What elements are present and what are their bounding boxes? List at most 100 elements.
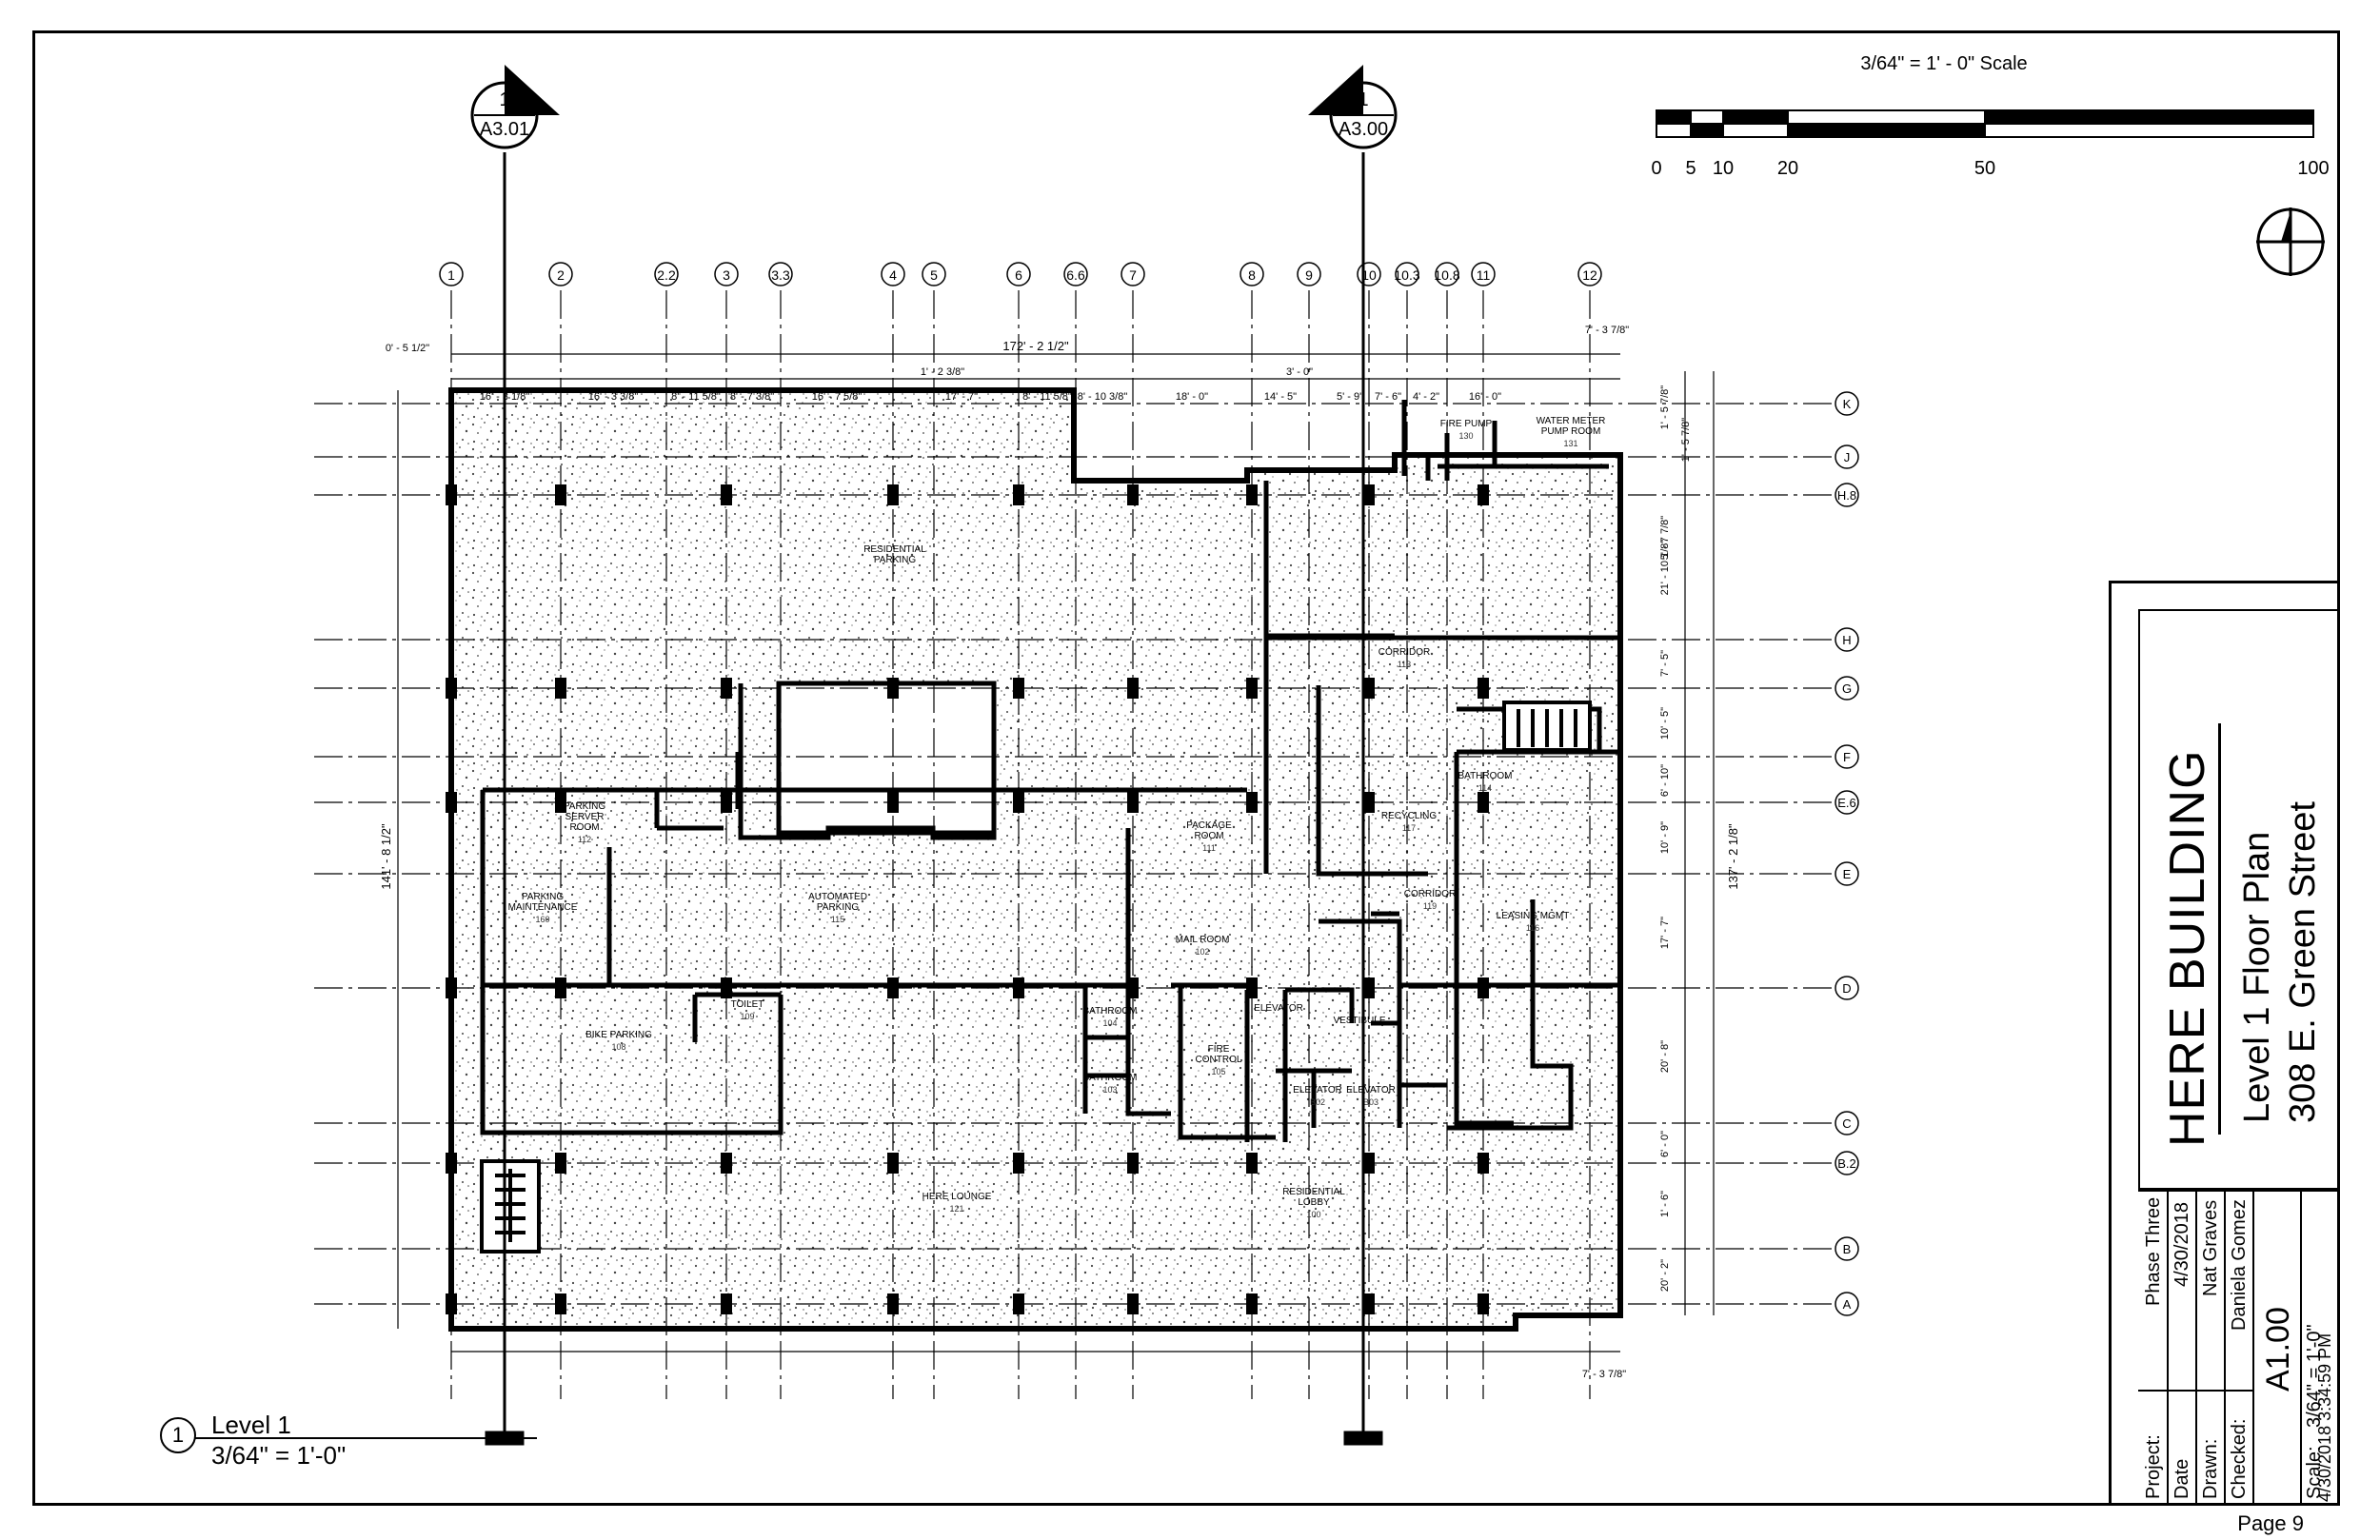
room-number: 113 (1398, 660, 1411, 669)
room-number: 104 (1102, 1018, 1117, 1028)
room-name: SERVER (565, 812, 605, 822)
grid-row-bubble (1835, 1292, 1859, 1316)
structural-column (1246, 977, 1258, 998)
structural-column (446, 792, 457, 813)
room-name: ELEVATOR (1293, 1085, 1342, 1096)
dimension-label: 20' - 8" (1659, 1040, 1671, 1073)
structural-column (721, 1153, 732, 1174)
drawn-value: Nat Graves (2200, 1199, 2221, 1296)
room-name: MAINTENANCE (508, 902, 578, 913)
dimension-label: 14' - 5" (1264, 391, 1297, 403)
grid-row-label: J (1844, 450, 1851, 464)
date-value: 4/30/2018 (2172, 1202, 2192, 1287)
structural-column (1127, 1293, 1139, 1314)
dimension-label: 8' - 7 3/8" (730, 391, 774, 403)
room-name: CONTROL (1196, 1055, 1242, 1065)
grid-row-label: E.6 (1837, 796, 1856, 810)
grid-column-bubble (881, 262, 905, 286)
room-number: 108 (611, 1042, 625, 1052)
project-name: HERE BUILDING (2160, 749, 2215, 1147)
structural-column (555, 1153, 566, 1174)
room-name: WATER METER (1537, 416, 1606, 426)
room-number: B03 (1363, 1097, 1378, 1107)
structural-column (555, 792, 566, 813)
grid-column-label: 7 (1129, 267, 1137, 283)
structural-column (721, 1293, 732, 1314)
dimension-label: 1' - 2 3/8" (921, 366, 964, 378)
structural-column (887, 792, 899, 813)
dimension-lines (397, 353, 1715, 1352)
checked-label: Checked: (2229, 1418, 2250, 1500)
room-labels: RESIDENTIALPARKINGPARKINGSERVERROOM112PA… (508, 416, 1606, 1219)
grid-row-bubble (1835, 444, 1859, 469)
room-name: LOBBY (1298, 1197, 1330, 1208)
structural-column (1363, 1293, 1375, 1314)
grid-column-bubble (1577, 262, 1602, 286)
view-title-underline (194, 1437, 537, 1439)
dimension-label: 1' - 6" (1659, 1191, 1671, 1217)
dimension-label: 6' - 10" (1659, 764, 1671, 797)
section-sheet-ref[interactable]: A3.01 (479, 119, 530, 140)
room-number: 131 (1563, 439, 1577, 448)
structural-column (1013, 792, 1024, 813)
graphic-scale-bar (1656, 109, 2314, 138)
dimension-label: 0' - 5 1/2" (386, 343, 429, 354)
grid-column-label: 11 (1477, 267, 1491, 283)
scale-tick: 20 (1776, 158, 1799, 179)
room-name: FIRE (1208, 1044, 1230, 1055)
section-marker-a300[interactable] (1308, 65, 1398, 149)
room-name: LEASING MGMT (1497, 911, 1570, 921)
grid-column-bubble (1471, 262, 1496, 286)
page-number: Page 9 (2237, 1511, 2304, 1535)
project-address: 308 E. Green Street (2283, 801, 2323, 1123)
grid-row-bubble (1835, 976, 1859, 1000)
room-number: 130 (1458, 431, 1473, 441)
section-sheet-ref[interactable]: A3.00 (1338, 119, 1389, 140)
dimension-label: 10' - 5" (1659, 707, 1671, 740)
room-name: PACKAGE (1186, 820, 1232, 831)
dimension-label: 17' - 7" (945, 391, 978, 403)
dimension-label: 8' - 11 5/8" (1022, 391, 1072, 403)
scale-tick: 0 (1651, 158, 1662, 179)
structural-column (1127, 484, 1139, 505)
structural-column (1246, 484, 1258, 505)
structural-column (721, 484, 732, 505)
grid-row-bubble (1835, 790, 1859, 815)
info-row-divider (2138, 1390, 2254, 1392)
grid-column-label: 6 (1015, 267, 1022, 283)
info-col (2224, 1190, 2226, 1506)
room-name: PARKING (817, 902, 859, 913)
structural-column (887, 1153, 899, 1174)
grid-column-label: 9 (1305, 267, 1313, 283)
room-number: 119 (1423, 901, 1437, 911)
info-table-top (2138, 1190, 2340, 1192)
grid-column-lines (450, 290, 1591, 1399)
grid-column-bubble (1063, 262, 1088, 286)
grid-column-label: 6.6 (1066, 267, 1085, 283)
room-number: 102 (1195, 947, 1209, 957)
room-name: RESIDENTIAL (863, 544, 926, 555)
structural-column (887, 977, 899, 998)
structural-column (555, 484, 566, 505)
grid-row-label: H (1842, 633, 1851, 647)
grid-column-label: 8 (1248, 267, 1256, 283)
room-name: BATHROOM (1082, 1073, 1137, 1083)
structural-column (887, 1293, 899, 1314)
room-name: CORRIDOR (1378, 647, 1430, 658)
section-marker-a301[interactable] (470, 65, 560, 149)
room-name: BATHROOM (1458, 771, 1512, 781)
structural-column (1013, 977, 1024, 998)
structural-column (1478, 678, 1489, 699)
title-block-name-panel (2138, 609, 2340, 1190)
project-label: Project: (2143, 1434, 2164, 1499)
dimension-label: 10' - 9" (1659, 821, 1671, 854)
grid-row-bubble (1835, 676, 1859, 701)
grid-column-label: 2.2 (657, 267, 676, 283)
grid-row-label: D (1842, 981, 1851, 996)
grid-column-label: 10.8 (1434, 267, 1459, 283)
grid-column-label: 3 (723, 267, 730, 283)
structural-column (1127, 977, 1139, 998)
view-title: Level 1 (211, 1411, 291, 1439)
